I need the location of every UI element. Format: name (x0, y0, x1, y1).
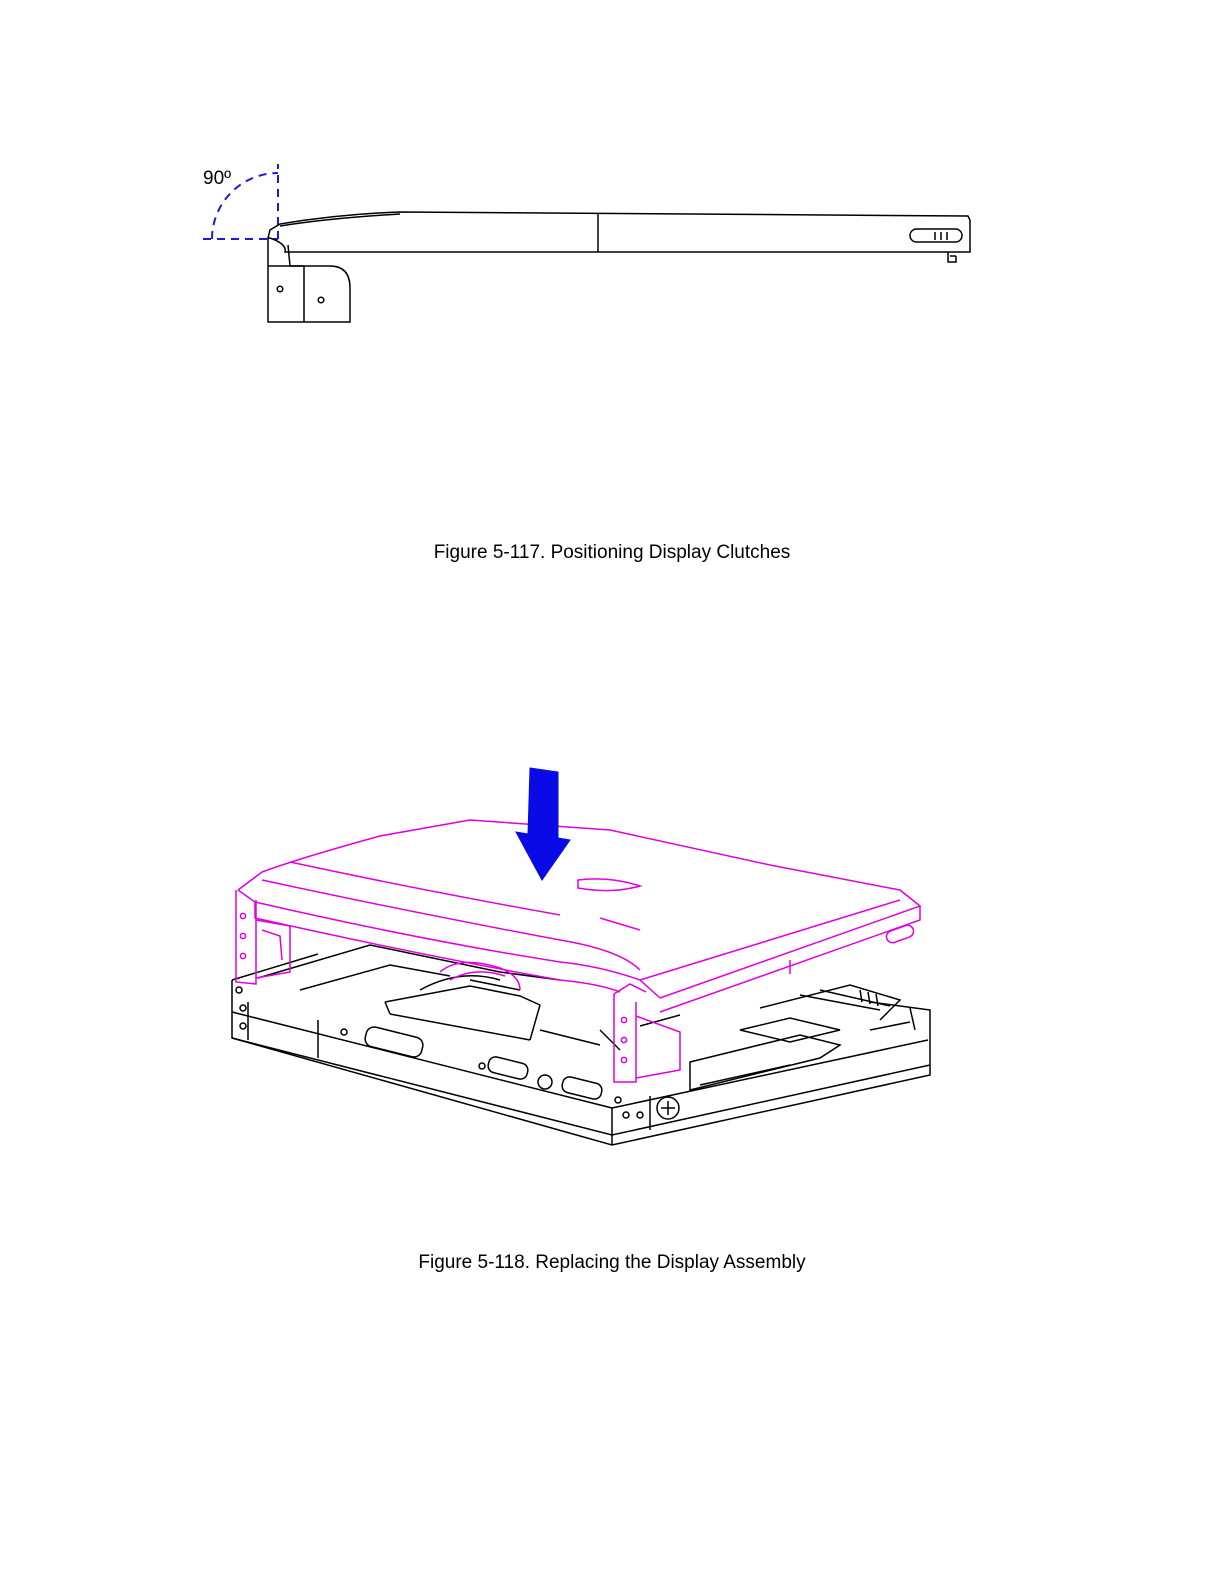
figure-caption-5-118: Figure 5-118. Replacing the Display Asse… (0, 1252, 1224, 1274)
angle-label: 90º (203, 168, 231, 189)
display-assembly (236, 820, 920, 1082)
computer-base (232, 945, 930, 1145)
display-clutch-side-view-drawing: 90º (0, 0, 1224, 520)
display-lid (268, 212, 970, 262)
figure-positioning-display-clutches: 90º (0, 0, 1224, 520)
figure-replacing-display-assembly (0, 740, 1224, 1240)
hinge-base (268, 238, 350, 322)
display-assembly-iso-drawing (0, 740, 1224, 1240)
figure-caption-5-117: Figure 5-117. Positioning Display Clutch… (0, 542, 1224, 564)
